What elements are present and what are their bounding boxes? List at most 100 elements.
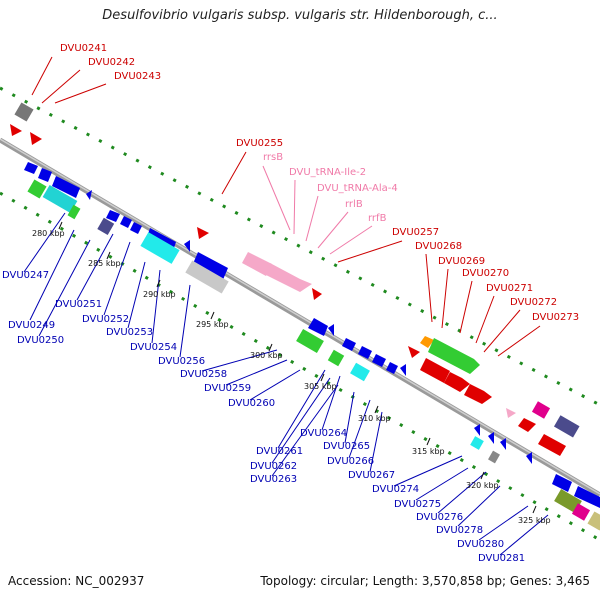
- gene-dvu0269[interactable]: [428, 338, 480, 374]
- gene-magenta-1[interactable]: [531, 401, 551, 419]
- forward-gene-label-dvu0241[interactable]: DVU0241: [60, 43, 107, 54]
- gene-blue-6[interactable]: [328, 324, 334, 336]
- gene-dvu0273[interactable]: [464, 384, 492, 404]
- rna-label-rrsb[interactable]: rrsB: [263, 152, 283, 163]
- reverse-gene-label-dvu0275[interactable]: DVU0275: [394, 499, 441, 510]
- reverse-gene-label-dvu0262[interactable]: DVU0262: [250, 461, 297, 472]
- gene-gray-small[interactable]: [488, 450, 500, 464]
- gene-blue-13[interactable]: [526, 452, 532, 464]
- forward-gene-label-dvu0273[interactable]: DVU0273: [532, 312, 579, 323]
- forward-gene-label-dvu0270[interactable]: DVU0270: [462, 268, 509, 279]
- reverse-gene-label-dvu0276[interactable]: DVU0276: [416, 512, 463, 523]
- forward-gene-label-dvu0269[interactable]: DVU0269: [438, 256, 485, 267]
- gene-cyan-left[interactable]: [42, 184, 78, 214]
- gene-dvu0255[interactable]: [197, 227, 209, 239]
- rna-rrsB[interactable]: [242, 252, 272, 276]
- forward-gene-label-dvu0271[interactable]: DVU0271: [486, 283, 533, 294]
- rna-label-dvu-trna-ile-2[interactable]: DVU_tRNA-Ile-2: [289, 167, 366, 178]
- gene-blue-12[interactable]: [500, 438, 506, 450]
- gene-red-right-2[interactable]: [538, 434, 566, 456]
- reverse-gene-label-dvu0278[interactable]: DVU0278: [436, 525, 483, 536]
- reverse-gene-label-dvu0254[interactable]: DVU0254: [130, 342, 177, 353]
- rna-label-rrfb[interactable]: rrfB: [368, 213, 387, 224]
- reverse-gene-label-dvu0247[interactable]: DVU0247: [2, 270, 49, 281]
- gene-gray-block[interactable]: [185, 260, 229, 294]
- reverse-gene-label-dvu0265[interactable]: DVU0265: [323, 441, 370, 452]
- reverse-gene-label-dvu0274[interactable]: DVU0274: [372, 484, 419, 495]
- reverse-gene-label-dvu0259[interactable]: DVU0259: [204, 383, 251, 394]
- gene-blue-15[interactable]: [574, 486, 600, 508]
- gene-red-right-1[interactable]: [518, 418, 536, 432]
- gene-dvu0271[interactable]: [420, 358, 450, 383]
- gene-blue-14[interactable]: [552, 474, 572, 492]
- gene-dvu0268[interactable]: [420, 336, 434, 348]
- gene-green-left[interactable]: [27, 179, 47, 199]
- gene-blue-4[interactable]: [130, 222, 142, 234]
- gene-blue-9[interactable]: [372, 354, 386, 367]
- gene-dvu0258[interactable]: [308, 318, 328, 336]
- gene-dvu0270[interactable]: [408, 346, 420, 358]
- reverse-gene-label-dvu0267[interactable]: DVU0267: [348, 470, 395, 481]
- gene-blue-7[interactable]: [342, 338, 356, 351]
- rna-label-dvu-trna-ala-4[interactable]: DVU_tRNA-Ala-4: [317, 183, 398, 194]
- gene-magenta-2[interactable]: [571, 503, 591, 521]
- gene-green-3[interactable]: [327, 349, 345, 367]
- reverse-gene-label-dvu0263[interactable]: DVU0263: [250, 474, 297, 485]
- gene-dvu0256[interactable]: [192, 252, 228, 282]
- gene-dvu0247-block[interactable]: [38, 168, 52, 182]
- gene-blue-left-1[interactable]: [24, 162, 38, 174]
- forward-gene-label-dvu0255[interactable]: DVU0255: [236, 138, 283, 149]
- reverse-gene-label-dvu0250[interactable]: DVU0250: [17, 335, 64, 346]
- outer-dotted-track-forward: [0, 86, 600, 407]
- reverse-gene-leader-dvu0262: [271, 377, 331, 464]
- gene-blue-11[interactable]: [400, 364, 406, 376]
- forward-gene-label-dvu0243[interactable]: DVU0243: [114, 71, 161, 82]
- gene-green-2[interactable]: [296, 328, 324, 354]
- forward-gene-label-dvu0268[interactable]: DVU0268: [415, 241, 462, 252]
- gene-slate-2[interactable]: [97, 217, 115, 236]
- forward-gene-label-dvu0242[interactable]: DVU0242: [88, 57, 135, 68]
- gene-dvu0257[interactable]: [312, 288, 322, 300]
- gene-blue-3[interactable]: [120, 216, 132, 228]
- rna-label-rrlb[interactable]: rrlB: [345, 199, 363, 210]
- gene-dvu0274[interactable]: [474, 424, 480, 436]
- gene-green-left-2[interactable]: [67, 204, 81, 220]
- gene-cyan-3[interactable]: [350, 362, 370, 382]
- gene-blue-10[interactable]: [386, 362, 398, 374]
- gene-blue-8[interactable]: [358, 346, 372, 359]
- reverse-gene-label-dvu0251[interactable]: DVU0251: [55, 299, 102, 310]
- reverse-gene-leader-dvu0247: [23, 212, 66, 273]
- rna-rrlB[interactable]: [266, 263, 312, 292]
- reverse-gene-label-dvu0253[interactable]: DVU0253: [106, 327, 153, 338]
- reverse-gene-label-dvu0260[interactable]: DVU0260: [228, 398, 275, 409]
- gene-cyan-2[interactable]: [140, 232, 180, 264]
- reverse-gene-label-dvu0252[interactable]: DVU0252: [82, 314, 129, 325]
- gene-dvu0243[interactable]: [30, 132, 42, 145]
- gene-dvu0272[interactable]: [444, 372, 470, 392]
- reverse-gene-label-dvu0266[interactable]: DVU0266: [327, 456, 374, 467]
- accession-text: Accession: NC_002937: [8, 574, 145, 588]
- scale-label-285-kbp: 285 kbp: [88, 259, 121, 268]
- reverse-gene-label-dvu0280[interactable]: DVU0280: [457, 539, 504, 550]
- gene-dvu0275[interactable]: [488, 432, 494, 444]
- reverse-gene-label-dvu0249[interactable]: DVU0249: [8, 320, 55, 331]
- reverse-gene-label-dvu0281[interactable]: DVU0281: [478, 553, 525, 564]
- gene-blue-left-3[interactable]: [86, 190, 92, 200]
- gene-blue-left-2[interactable]: [52, 176, 80, 198]
- gene-blue-5[interactable]: [184, 240, 190, 252]
- gene-blue-2[interactable]: [106, 210, 120, 222]
- gene-khaki[interactable]: [587, 511, 600, 531]
- gene-olive[interactable]: [554, 488, 582, 514]
- reverse-gene-label-dvu0258[interactable]: DVU0258: [180, 369, 227, 380]
- gene-cyan-4[interactable]: [470, 436, 484, 450]
- forward-gene-label-dvu0272[interactable]: DVU0272: [510, 297, 557, 308]
- gene-dvu0241[interactable]: [14, 102, 34, 122]
- scale-tick-290-kbp: [156, 279, 161, 288]
- gene-pink-small[interactable]: [506, 408, 516, 418]
- reverse-gene-label-dvu0256[interactable]: DVU0256: [158, 356, 205, 367]
- forward-gene-label-dvu0257[interactable]: DVU0257: [392, 227, 439, 238]
- gene-dvu0242[interactable]: [10, 124, 22, 136]
- gene-slate-1[interactable]: [553, 415, 580, 438]
- reverse-gene-leader-dvu0264: [321, 375, 341, 431]
- reverse-gene-label-dvu0264[interactable]: DVU0264: [300, 428, 347, 439]
